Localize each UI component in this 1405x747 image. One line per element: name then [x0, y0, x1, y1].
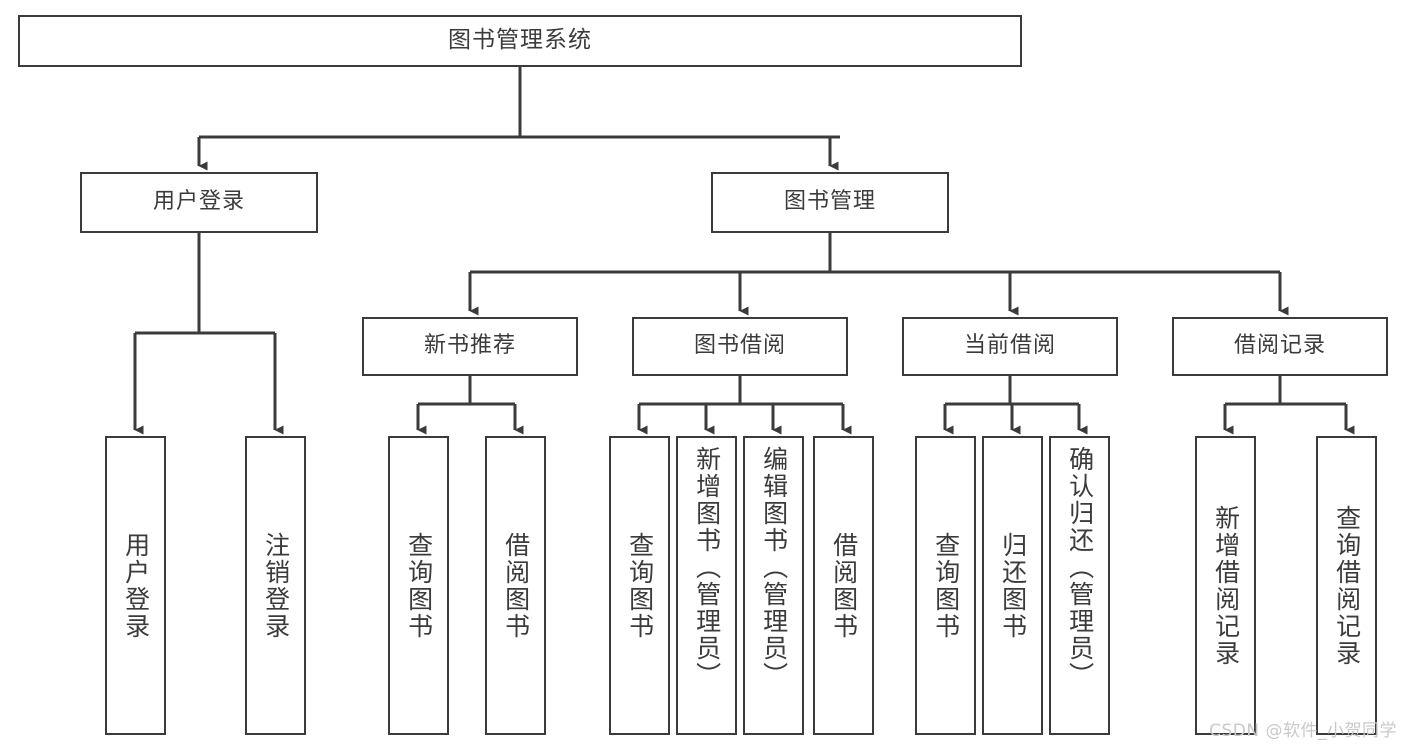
leaf-borrow-record-query[interactable]: 查询借阅记录: [1316, 436, 1377, 735]
leaf-label: 用户登录: [121, 531, 151, 640]
leaf-book-borrow-edit[interactable]: 编辑图书（管理员）: [743, 436, 804, 735]
node-current-borrow-label: 当前借阅: [963, 333, 1056, 359]
leaf-current-borrow-confirm-return[interactable]: 确认归还（管理员）: [1049, 436, 1110, 735]
leaf-label: 注销登录: [261, 531, 291, 640]
node-book-borrow-label: 图书借阅: [693, 333, 786, 359]
node-book-management[interactable]: 图书管理: [711, 172, 949, 233]
leaf-book-borrow-borrow[interactable]: 借阅图书: [813, 436, 874, 735]
leaf-label: 查询图书: [404, 531, 434, 640]
leaf-label: 查询图书: [625, 531, 655, 640]
node-borrow-record[interactable]: 借阅记录: [1172, 317, 1388, 376]
leaf-label: 借阅图书: [501, 531, 531, 640]
node-borrow-record-label: 借阅记录: [1233, 333, 1326, 359]
leaf-user-login-login[interactable]: 用户登录: [105, 436, 166, 735]
leaf-current-borrow-return[interactable]: 归还图书: [982, 436, 1043, 735]
csdn-watermark: CSDN @软件_小贺同学: [1209, 721, 1397, 741]
leaf-borrow-record-add[interactable]: 新增借阅记录: [1195, 436, 1256, 735]
leaf-label: 查询图书: [931, 531, 961, 640]
leaf-label: 借阅图书: [829, 531, 859, 640]
node-book-borrow[interactable]: 图书借阅: [632, 317, 848, 376]
node-current-borrow[interactable]: 当前借阅: [902, 317, 1118, 376]
leaf-book-borrow-add[interactable]: 新增图书（管理员）: [676, 436, 737, 735]
leaf-current-borrow-query[interactable]: 查询图书: [915, 436, 976, 735]
node-root[interactable]: 图书管理系统: [18, 15, 1022, 67]
leaf-label: 编辑图书（管理员）: [759, 446, 789, 689]
node-new-book-recommend-label: 新书推荐: [423, 333, 516, 359]
leaf-label: 新增图书（管理员）: [692, 446, 722, 689]
node-new-book-recommend[interactable]: 新书推荐: [362, 317, 578, 376]
leaf-label: 查询借阅记录: [1332, 504, 1362, 667]
leaf-new-book-query[interactable]: 查询图书: [388, 436, 449, 735]
leaf-label: 归还图书: [998, 531, 1028, 640]
node-book-management-label: 图书管理: [783, 189, 876, 215]
leaf-user-login-logout[interactable]: 注销登录: [245, 436, 306, 735]
node-root-label: 图书管理系统: [448, 27, 592, 54]
leaf-label: 新增借阅记录: [1211, 504, 1241, 667]
leaf-label: 确认归还（管理员）: [1065, 446, 1095, 689]
leaf-book-borrow-query[interactable]: 查询图书: [609, 436, 670, 735]
leaf-new-book-borrow[interactable]: 借阅图书: [485, 436, 546, 735]
node-user-login[interactable]: 用户登录: [80, 172, 318, 233]
node-user-login-label: 用户登录: [152, 189, 245, 215]
